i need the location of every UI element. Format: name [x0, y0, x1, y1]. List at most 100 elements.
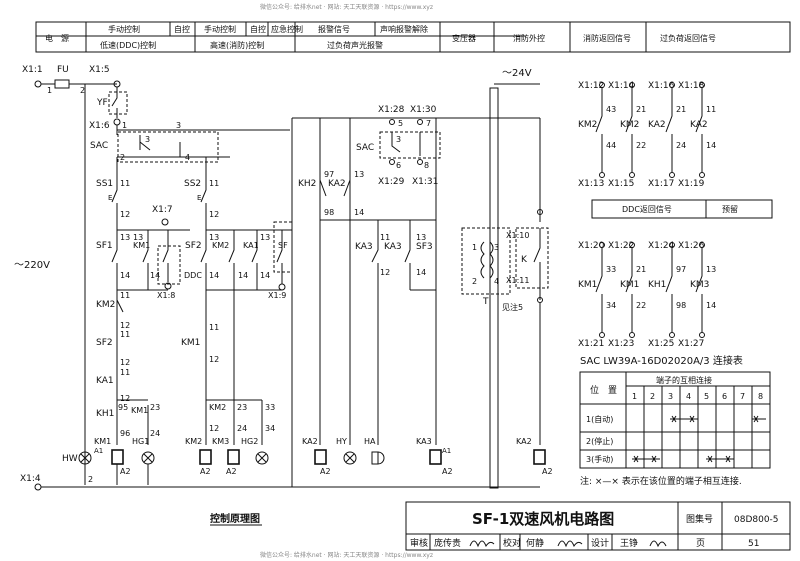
km2-14: 14 [238, 271, 248, 280]
km1i-11: 11 [209, 323, 219, 332]
top-terminal-2 [669, 82, 675, 88]
header-table: 电 源 手动控制 自控 手动控制 自控 应急控制 报警信号 声响报警解除 变压器… [35, 21, 791, 53]
header-fire-return: 消防返回信号 [583, 33, 631, 43]
header-manual-2: 手动控制 [204, 24, 236, 34]
voltage-220: ～220V [14, 260, 50, 271]
yf-label: YF [96, 98, 108, 108]
terminal-x1-1: X1:1 [22, 65, 43, 75]
page-label: 页 [696, 538, 705, 549]
hg2-label: HG2 [241, 437, 258, 446]
main-control-circuit: X1:1 FU X1:5 1 2 YF X1:6 1 3 SAC 3 2 4 S… [14, 65, 540, 491]
terminal-x1-5: X1:5 [89, 65, 110, 75]
ss1-e: E [108, 194, 112, 202]
sf1-13: 13 [120, 233, 130, 242]
table-col-1: 1 [632, 392, 637, 401]
bot-terminal-3 [699, 242, 705, 248]
top-terminal-bottom-3 [699, 172, 705, 178]
sac-table-title: SAC LW39A-16D02020A/3 连接表 [580, 354, 743, 367]
t-3: 3 [494, 243, 499, 252]
km1-a2: A2 [120, 467, 131, 476]
drawing-title: SF-1双速风机电路图 [472, 510, 614, 528]
top-num-b-2: 24 [676, 141, 686, 150]
sf2-13: 13 [209, 233, 219, 242]
bot-terminal-0 [599, 242, 605, 248]
ka1-interlock-label: KA1 [96, 376, 114, 386]
top-terminal-0 [599, 82, 605, 88]
km2-12: 12 [120, 321, 130, 330]
checker-name: 何静 [526, 537, 544, 549]
wire-2b: 2 [88, 475, 93, 484]
km2-23: 23 [237, 403, 247, 412]
top-relay-2: KA2 [648, 120, 666, 130]
top-contact-1 [625, 88, 633, 172]
top-num-a-1: 21 [636, 105, 646, 114]
ka1-11: 11 [120, 368, 130, 377]
header-alarm-reset: 声响报警解除 [380, 24, 428, 34]
kh2-97: 97 [324, 170, 334, 179]
bot-relay-3: KM3 [690, 280, 709, 290]
km2-a2: A2 [200, 467, 211, 476]
sf2-12: 12 [120, 358, 130, 367]
bot-term-top-1: X1:22 [608, 241, 634, 251]
bot-num-b-1: 22 [636, 301, 646, 310]
ka3-12: 12 [380, 268, 390, 277]
wire-1: 1 [47, 86, 52, 95]
bot-relay-1: KM1 [620, 280, 639, 290]
ss2-label: SS2 [184, 179, 201, 189]
alarm-circuit: KH2 97 98 KA2 13 14 X1:28 X1:30 5 7 SAC … [291, 105, 540, 487]
ddc-return-title: DDC返回信号 [622, 204, 672, 214]
header-auto-2: 自控 [250, 24, 266, 34]
ka3-a1: A1 [442, 447, 451, 455]
wire-2: 2 [80, 86, 85, 95]
reserve-label: 预留 [722, 204, 738, 214]
ka2-13: 13 [354, 170, 364, 179]
km2-aux-label: KM2 [209, 403, 226, 412]
sf1-14: 14 [120, 271, 130, 280]
kh2-98: 98 [324, 208, 334, 217]
km1-13: 13 [133, 233, 143, 242]
top-terminal-bottom-0 [599, 172, 605, 178]
ka1-coil-label: KA2 [516, 437, 532, 446]
top-terminal-3 [699, 82, 705, 88]
sac-5: 5 [398, 119, 403, 128]
header-transformer: 变压器 [452, 33, 476, 43]
km1-24: 24 [150, 429, 160, 438]
km2-34: 34 [265, 424, 275, 433]
bot-contact-3 [695, 248, 703, 332]
table-col-3: 3 [668, 392, 673, 401]
ka3-label: KA3 [355, 242, 373, 252]
km2-hold-label: KM2 [212, 241, 229, 250]
designer-signature [649, 540, 667, 548]
bot-num-b-3: 14 [706, 301, 716, 310]
table-col-position: 位 置 [590, 384, 617, 396]
top-num-b-1: 22 [636, 141, 646, 150]
ss2-12: 12 [209, 210, 219, 219]
table-col-7: 7 [740, 392, 745, 401]
t-1: 1 [472, 243, 477, 252]
top-num-b-0: 44 [606, 141, 616, 150]
sf2-label: SF2 [185, 241, 202, 251]
terminal-x1-11: X1:11 [506, 276, 529, 285]
bot-term-bottom-0: X1:21 [578, 339, 604, 349]
bot-num-b-0: 34 [606, 301, 616, 310]
terminal-x1-31: X1:31 [412, 177, 438, 187]
top-term-bottom-1: X1:15 [608, 179, 634, 189]
sac-7: 7 [426, 119, 431, 128]
kh1-label: KH1 [96, 409, 114, 419]
wire-1b: 1 [122, 121, 127, 130]
watermark-bottom: 微信公众号: 给排水net · 网站: 天工天联资源 · https://www… [260, 551, 433, 559]
km1-interlock-label: KM1 [181, 338, 200, 348]
km1-23: 23 [150, 403, 160, 412]
bot-num-b-2: 98 [676, 301, 686, 310]
header-low-speed: 低速(DDC)控制 [100, 40, 156, 50]
table-note: 注: ×—× 表示在该位置的端子相互连接. [580, 475, 742, 487]
ka2-a2: A2 [320, 467, 331, 476]
ss2-e: E [197, 194, 201, 202]
km3-a2: A2 [226, 467, 237, 476]
km1i-12: 12 [209, 355, 219, 364]
fuse-label: FU [57, 65, 69, 75]
table-col-2: 2 [650, 392, 655, 401]
bot-term-bottom-2: X1:25 [648, 339, 674, 349]
top-relay-0: KM2 [578, 120, 597, 130]
